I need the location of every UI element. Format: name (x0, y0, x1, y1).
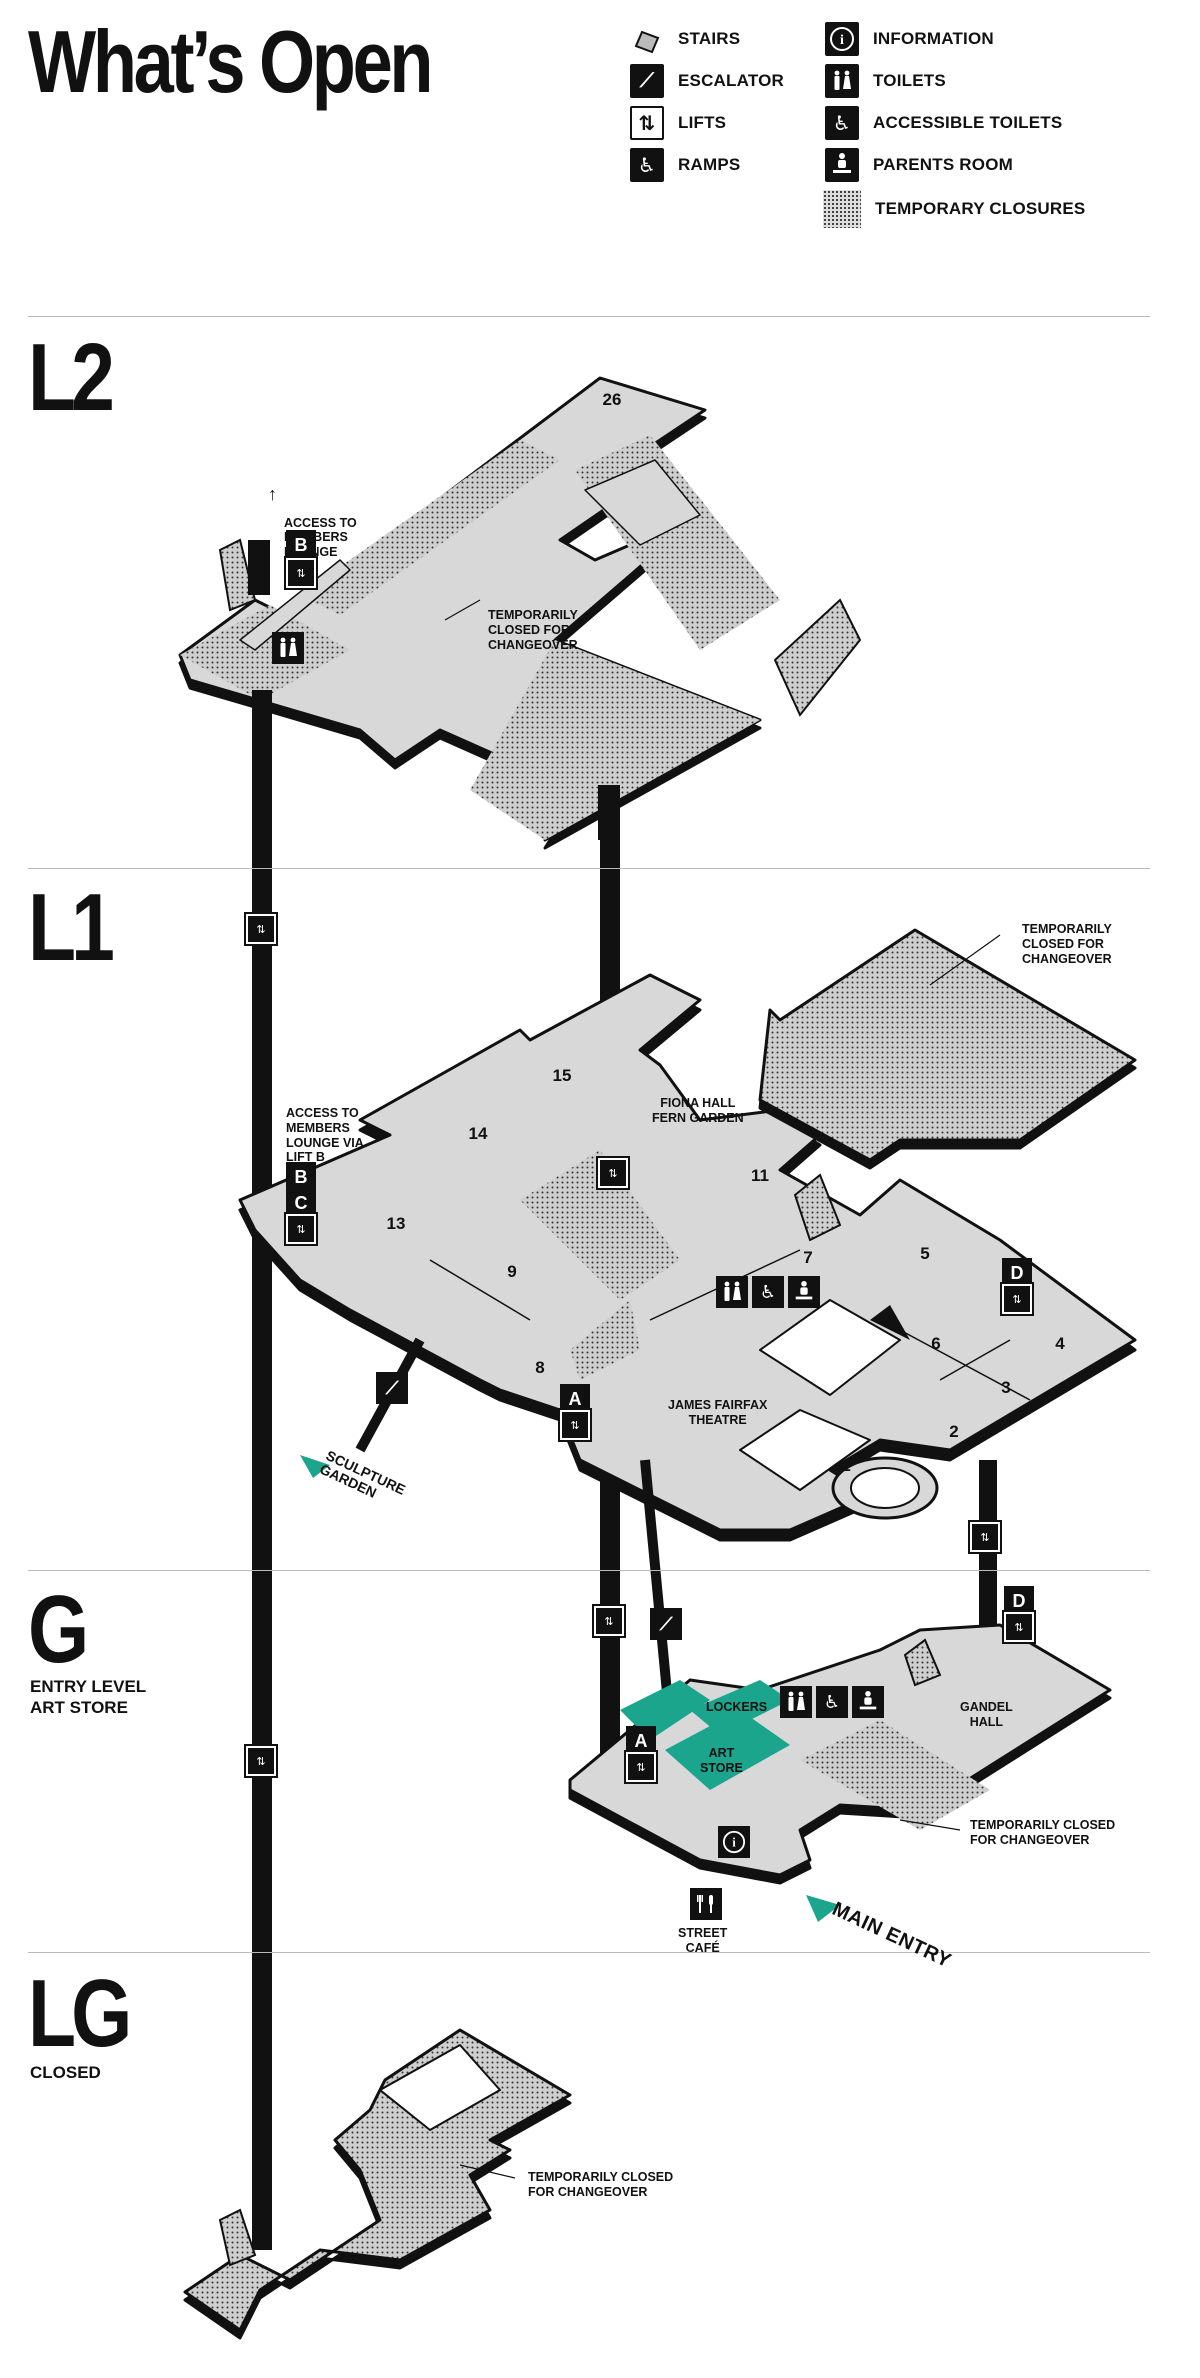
information-icon: i (825, 22, 859, 56)
ramp-icon: ♿ (630, 148, 664, 182)
lift-a-icon[interactable]: ⇅ (558, 1408, 592, 1442)
lift-b-badge-l1: B (286, 1162, 316, 1192)
art-store-label: ART STORE (700, 1746, 743, 1775)
information-icon-g[interactable]: i (718, 1826, 750, 1858)
lift-icon-shaft-left-l1[interactable]: ⇅ (244, 912, 278, 946)
parents-room-icon (825, 148, 859, 182)
page-title: What’s Open (28, 12, 434, 111)
room-8: 8 (535, 1358, 545, 1377)
lift-shaft-right (979, 1460, 997, 1670)
lift-icon-shaft-left-g[interactable]: ⇅ (244, 1744, 278, 1778)
level-lg-heading: LG (28, 1960, 132, 2067)
room-4: 4 (1055, 1334, 1065, 1353)
lockers-label: LOCKERS (706, 1700, 768, 1714)
lift-shaft-left (252, 690, 272, 2250)
legend-toilets: TOILETS (825, 64, 946, 98)
legend-stairs: STAIRS (630, 22, 740, 56)
members-lounge-lift-label: ACCESS TO MEMBERS LOUNGE VIA LIFT B (286, 1106, 364, 1165)
lift-b-badge: B (286, 530, 316, 560)
stairs-icon (630, 22, 664, 56)
level-g-floor (568, 1623, 1112, 1885)
lift-a-badge-g: A (626, 1726, 656, 1756)
lift-d-badge: D (1002, 1258, 1032, 1288)
lg-closure-label: TEMPORARILY CLOSED FOR CHANGEOVER (528, 2170, 674, 2199)
street-cafe-label: STREET CAFÉ (678, 1926, 728, 1955)
lift-d-icon[interactable]: ⇅ (1000, 1282, 1034, 1316)
toilets-icon (825, 64, 859, 98)
room-13: 13 (386, 1214, 406, 1233)
james-fairfax-theatre-label: JAMES FAIRFAX THEATRE (668, 1398, 768, 1427)
level-l2-floor (178, 376, 780, 850)
level-l2-heading: L2 (28, 324, 115, 431)
level-lg-subtitle: CLOSED (30, 2063, 101, 2082)
room-1: 1 (841, 1456, 851, 1475)
room-7: 7 (803, 1248, 813, 1267)
escalator-icon: ⟋ (630, 64, 664, 98)
parents-room-icon-g (852, 1686, 884, 1718)
legend-lifts: ⇅ LIFTS (630, 106, 726, 140)
g-closure-label: TEMPORARILY CLOSED FOR CHANGEOVER (970, 1818, 1116, 1847)
divider-g (28, 1570, 1150, 1571)
toilets-icon-l1 (716, 1276, 748, 1308)
lift-a-badge: A (560, 1384, 590, 1414)
escalator-icon-l1: ⟋ (376, 1372, 408, 1404)
legend-information: i INFORMATION (825, 22, 994, 56)
lift-icon-center-g[interactable]: ⇅ (592, 1604, 626, 1638)
divider-l2 (28, 316, 1150, 317)
lift-b-icon[interactable]: ⇅ (284, 556, 318, 590)
room-9: 9 (507, 1262, 517, 1281)
closure-pattern-icon (823, 190, 861, 228)
room-5: 5 (920, 1244, 930, 1263)
cafe-cutlery-icon (690, 1888, 722, 1920)
arrow-up-icon: ↑ (268, 484, 277, 504)
divider-lg (28, 1952, 1150, 1953)
l1-closed-block (758, 928, 1137, 1170)
room-15: 15 (552, 1066, 572, 1085)
room-6: 6 (931, 1334, 941, 1353)
gandel-hall-label: GANDEL HALL (960, 1700, 1013, 1729)
room-11: 11 (751, 1166, 769, 1185)
room-3: 3 (1001, 1378, 1011, 1397)
room-14: 14 (468, 1124, 488, 1143)
level-l1-heading: L1 (28, 874, 115, 981)
lift-d-badge-g: D (1004, 1586, 1034, 1616)
lift-c-badge: C (286, 1188, 316, 1218)
level-g-heading: G (28, 1576, 89, 1683)
l2-closure-label: TEMPORARILY CLOSED FOR CHANGEOVER (488, 608, 578, 652)
escalator-icon-g: ⟋ (650, 1608, 682, 1640)
lift-d-icon-g[interactable]: ⇅ (1002, 1610, 1036, 1644)
legend-temporary-closures: TEMPORARY CLOSURES (823, 190, 1085, 228)
toilets-icon-g (780, 1686, 812, 1718)
l1-closure-label: TEMPORARILY CLOSED FOR CHANGEOVER (1022, 922, 1112, 966)
accessible-toilets-icon-g: ♿ (816, 1686, 848, 1718)
lift-icon-right-shaft[interactable]: ⇅ (968, 1520, 1002, 1554)
accessible-toilets-icon-l1: ♿ (752, 1276, 784, 1308)
toilets-icon (272, 632, 304, 664)
level-l1-floor (238, 973, 1137, 1542)
accessible-toilets-icon: ♿ (825, 106, 859, 140)
level-lg-floor (183, 2028, 572, 2340)
legend-escalator: ⟋ ESCALATOR (630, 64, 784, 98)
lift-a-icon-g[interactable]: ⇅ (624, 1750, 658, 1784)
svg-text:i: i (840, 33, 844, 48)
parents-room-icon-l1 (788, 1276, 820, 1308)
level-g-subtitle: ENTRY LEVEL ART STORE (30, 1677, 147, 1718)
lift-icon: ⇅ (630, 106, 664, 140)
divider-l1 (28, 868, 1150, 869)
fern-garden-label: FIONA HALL FERN GARDEN (652, 1096, 744, 1125)
lift-icon-center-l1[interactable]: ⇅ (596, 1156, 630, 1190)
svg-text:i: i (732, 1835, 736, 1850)
legend-accessible-toilets: ♿ ACCESSIBLE TOILETS (825, 106, 1062, 140)
legend-parents-room: PARENTS ROOM (825, 148, 1013, 182)
lift-c-icon[interactable]: ⇅ (284, 1212, 318, 1246)
room-2: 2 (949, 1422, 959, 1441)
room-26: 26 (602, 390, 622, 409)
legend-ramps: ♿ RAMPS (630, 148, 740, 182)
